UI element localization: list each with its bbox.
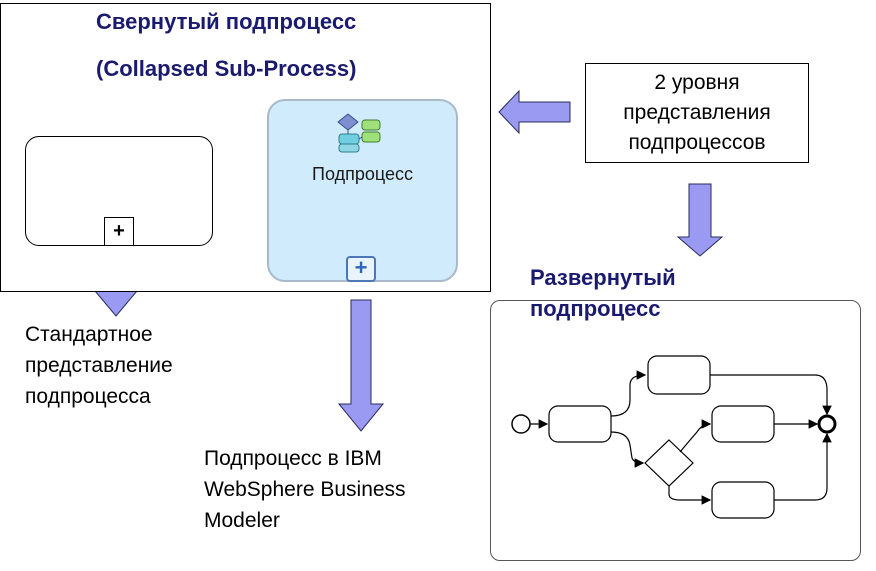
expanded-title-line2: подпроцесс (530, 296, 661, 321)
collapsed-title-line2: (Collapsed Sub-Process) (96, 56, 357, 81)
ibm-caption: Подпроцесс в IBM WebSphere Business Mode… (204, 443, 406, 536)
standard-caption-line1: Стандартное (25, 323, 153, 346)
levels-box: 2 уровня представления подпроцессов (585, 63, 809, 163)
flow-gateway-to-task4 (668, 486, 712, 505)
standard-expand-marker: + (104, 217, 134, 246)
flow-task4-to-end (774, 432, 832, 501)
ibm-caption-line1: Подпроцесс в IBM (204, 447, 382, 470)
flow-gateway-to-task3 (679, 419, 712, 453)
flow-task1-to-gateway (610, 431, 645, 468)
flow-task1-to-task2 (610, 370, 647, 417)
standard-caption-line3: подпроцесса (25, 385, 151, 408)
wbm-subprocess-label: Подпроцесс (312, 164, 413, 184)
gateway (644, 439, 694, 487)
arrow-down-to-expanded (676, 183, 724, 257)
wbm-expand-button[interactable]: + (346, 256, 376, 282)
task-1 (548, 405, 612, 443)
ibm-caption-line3: Modeler (204, 509, 280, 532)
flow-task2-to-end (710, 374, 832, 416)
arrow-down-to-ibm-caption (337, 299, 385, 432)
expanded-title: Развернутый подпроцесс (530, 262, 676, 324)
arrow-left-to-collapsed (498, 89, 571, 135)
end-event (817, 414, 837, 434)
levels-line3: подпроцессов (628, 131, 766, 154)
levels-line1: 2 уровня (654, 71, 740, 94)
ibm-caption-line2: WebSphere Business (204, 478, 406, 501)
expanded-title-line1: Развернутый (530, 265, 676, 290)
standard-caption-line2: представление (25, 354, 173, 377)
levels-line2: представления (623, 101, 771, 124)
collapsed-title-line1: Свернутый подпроцесс (96, 9, 357, 34)
process-flow-icon (337, 113, 381, 153)
task-2 (647, 355, 711, 395)
task-4 (711, 481, 775, 519)
start-event (511, 414, 531, 434)
task-3 (711, 405, 775, 443)
standard-caption: Стандартное представление подпроцесса (25, 319, 173, 412)
